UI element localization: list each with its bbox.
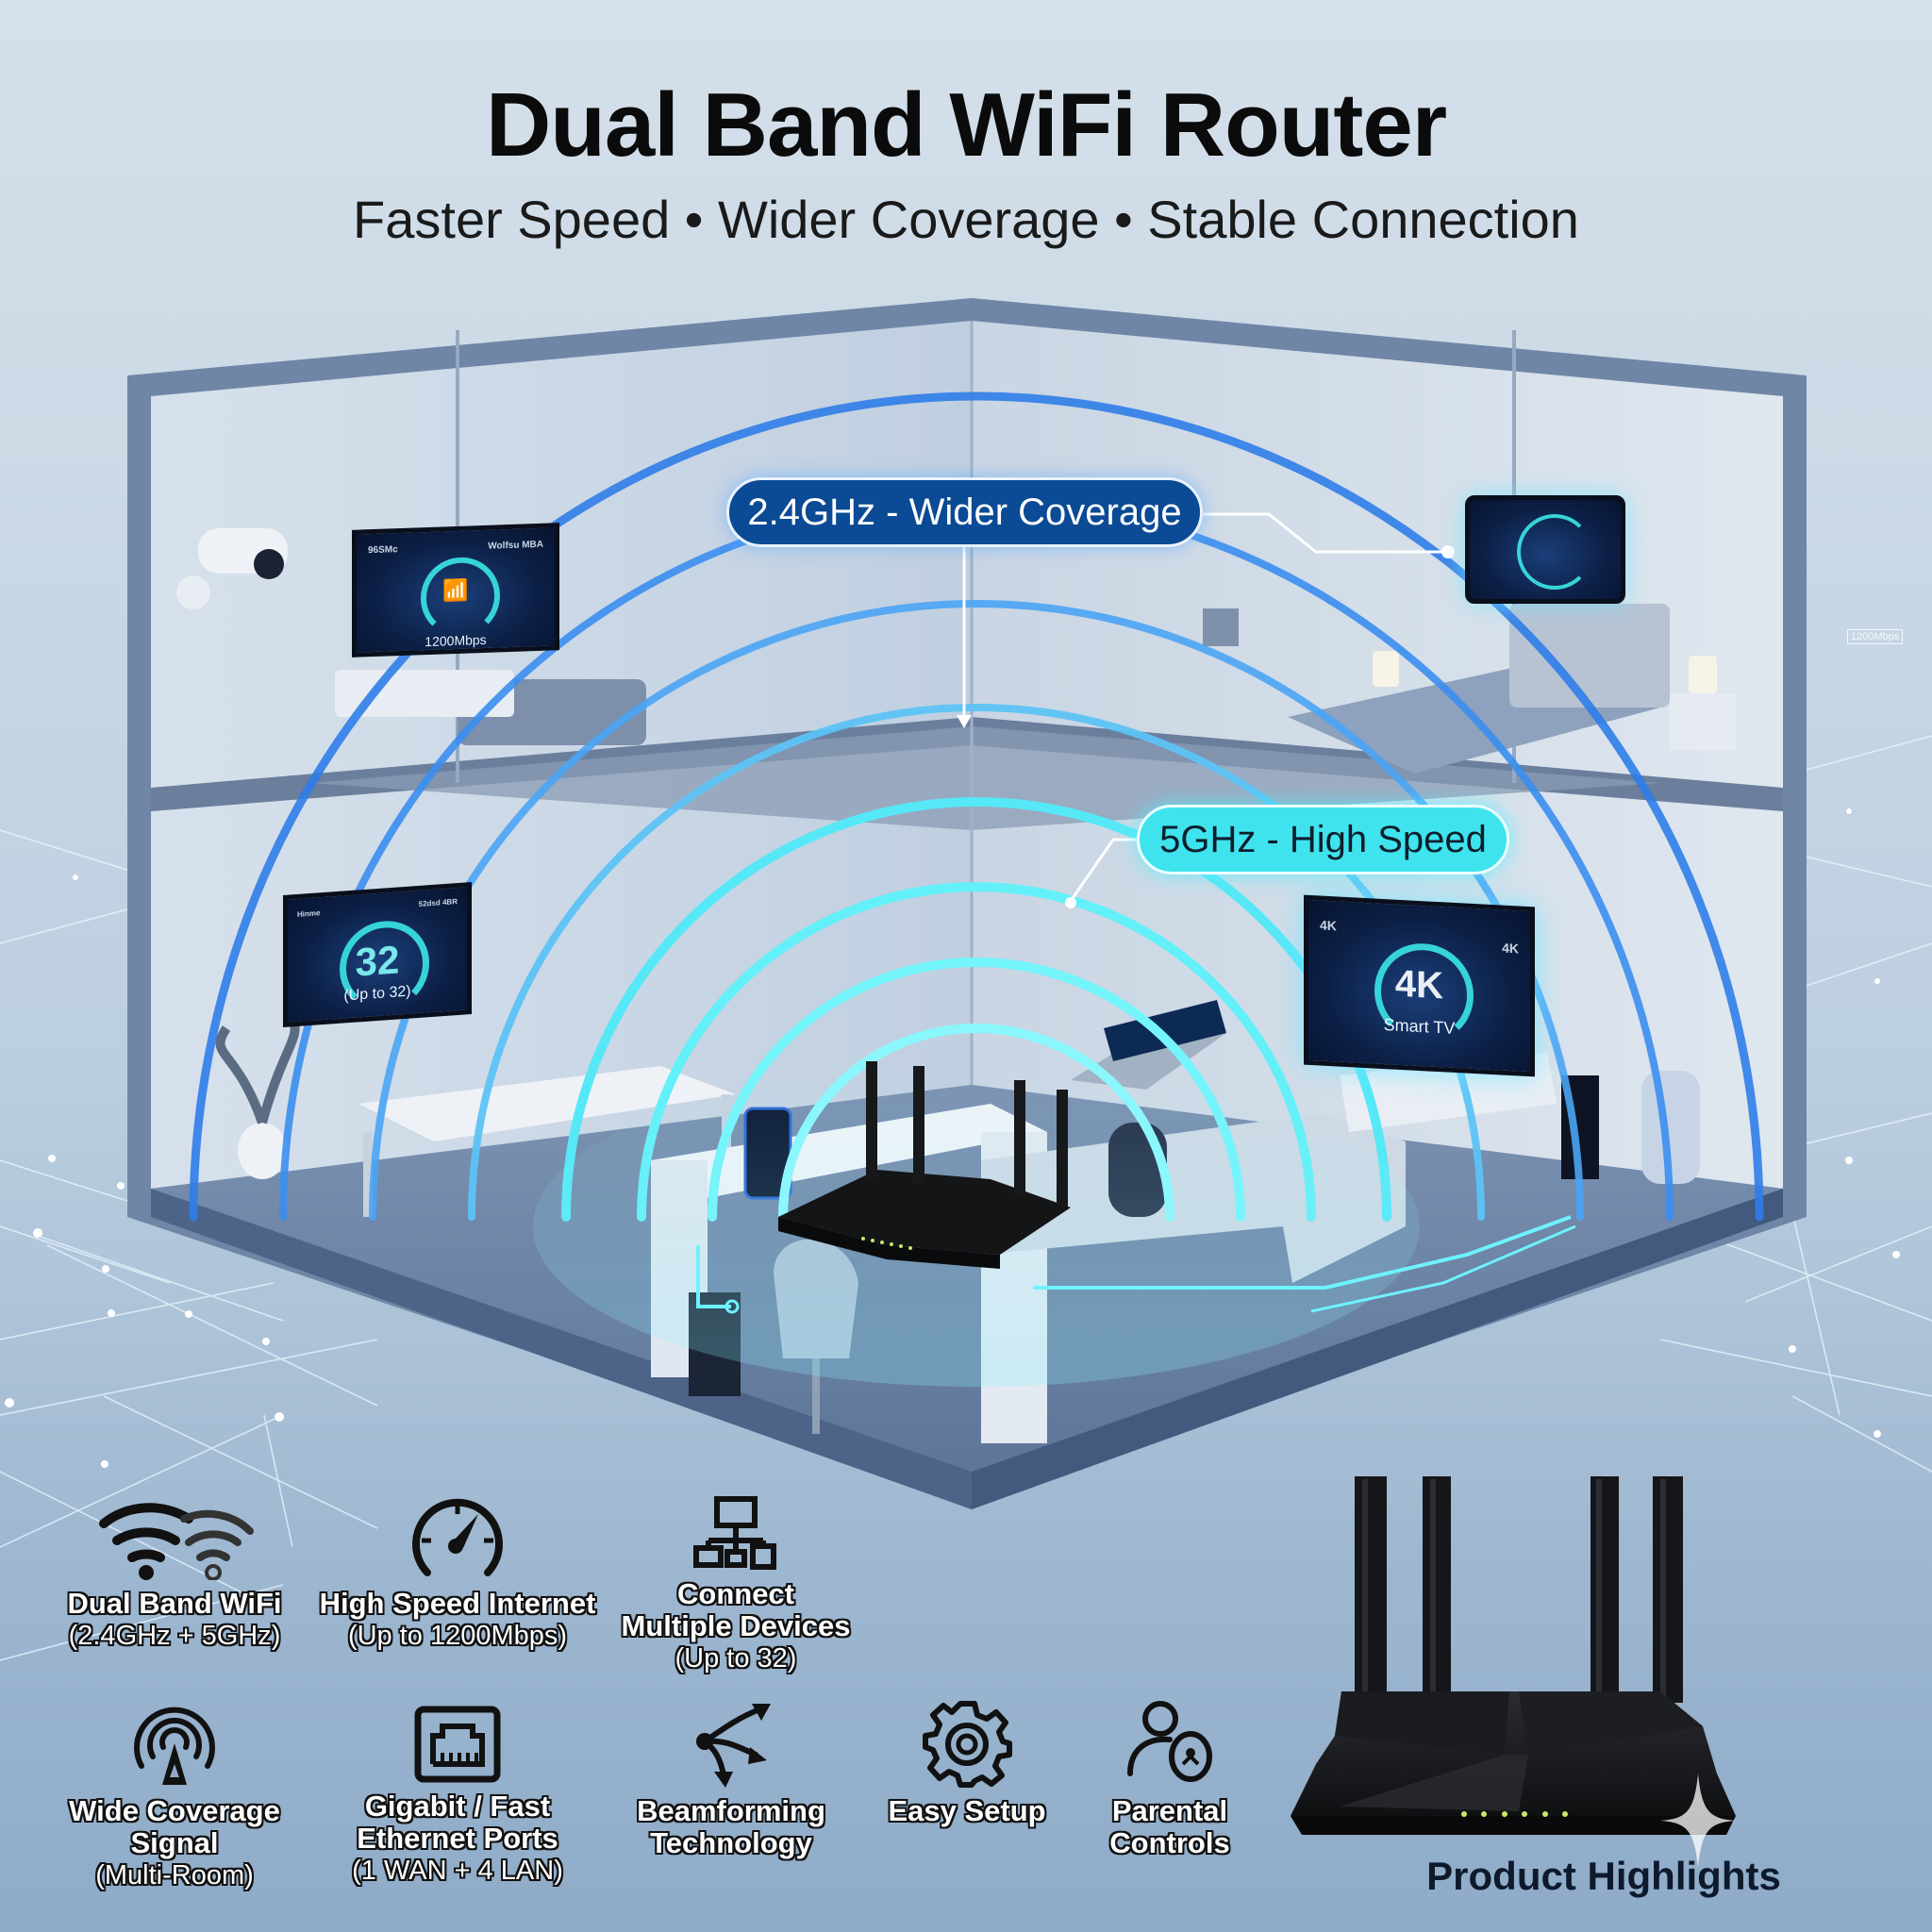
page-subtitle: Faster Speed • Wider Coverage • Stable C… [353,190,1579,249]
feature-ethernet-ports: Gigabit / Fast Ethernet Ports (1 WAN + 4… [330,1706,585,1887]
feature-parental-controls: Parental Controls [1061,1698,1278,1859]
wall-screen-corner-left: Hinme [297,908,321,919]
product-highlights-caption: Product Highlights [1426,1854,1781,1898]
beamforming-icon [696,1704,771,1788]
band-5ghz-label: 5GHz - High Speed [1137,805,1509,874]
downstairs-wall-screen: Hinme 52dsd 4BR 32 (Up to 32) [283,882,472,1027]
security-camera [176,528,288,609]
tv-speed-value: 1200Mbps [425,631,487,650]
dual-wifi-icon [99,1503,254,1580]
antenna-tower-icon [134,1707,215,1785]
smart-tv-corner-left: 4K [1320,917,1337,934]
tv-corner-label-left: 96SMc [368,544,398,557]
smart-tv-resolution: 4K [1394,962,1444,1008]
tv-corner-label-right: Wolfsu MBA [488,539,543,552]
wall-screen-corner-right: 52dsd 4BR [418,897,458,908]
gear-icon [922,1701,1012,1788]
upstairs-tv-screen: 96SMc Wolfsu MBA 📶 1200Mbps [352,523,559,658]
smart-tv-corner-right: 4K [1502,940,1519,957]
ethernet-port-icon [414,1706,501,1783]
feature-wide-coverage: Wide Coverage Signal (Multi-Room) [57,1698,292,1891]
feature-dual-band-wifi: Dual Band WiFi (2.4GHz + 5GHz) [57,1495,292,1652]
network-devices-icon [693,1496,776,1570]
feature-beamforming: Beamforming Technology [623,1698,840,1859]
smart-tv-screen: 4K 4K 4K Smart TV [1304,894,1535,1077]
feature-easy-setup: Easy Setup [863,1698,1071,1827]
wall-speed-badge: 1200Mbps [1847,629,1904,644]
wifi-glyph-icon: 📶 [442,577,469,603]
sparkle-icon [1660,1774,1736,1868]
band-24ghz-label: 2.4GHz - Wider Coverage [726,477,1203,547]
router-on-desk [778,1061,1071,1269]
speedometer-icon [412,1498,503,1576]
parental-control-icon [1127,1701,1212,1782]
page-title: Dual Band WiFi Router [485,75,1447,175]
wall-tablet [1465,495,1625,604]
product-router-image [1291,1476,1736,1835]
feature-multiple-devices: Connect Multiple Devices (Up to 32) [604,1495,868,1674]
feature-high-speed-internet: High Speed Internet (Up to 1200Mbps) [316,1495,599,1652]
tablet-arc [1517,514,1592,590]
